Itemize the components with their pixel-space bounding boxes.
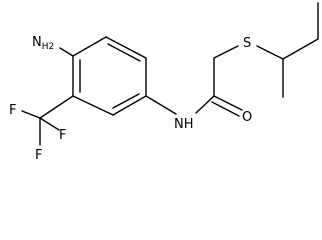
ring-bond [72, 95, 114, 116]
amine-nitrogen: N [32, 35, 42, 50]
ring-bond [72, 36, 107, 57]
carbonyl-double-bond-b [211, 101, 240, 117]
amide-nh-label: NH [174, 117, 194, 132]
carbonyl-double-bond-a [213, 95, 243, 111]
cf-bond-2 [39, 117, 60, 131]
amide-hydrogen: H [184, 117, 194, 132]
cf3-bond [39, 95, 74, 119]
cf-bond-1 [21, 110, 41, 119]
benzene-ring [72, 36, 147, 116]
sulfur-label: S [243, 36, 251, 51]
sulfur-to-ch-bond [256, 45, 284, 60]
ring-bond [112, 95, 147, 116]
amine-label: NH2 [32, 35, 54, 52]
ring-double-bond [107, 43, 141, 62]
ring-to-nh-bond [145, 95, 177, 115]
amine-bond [59, 47, 74, 57]
ch-to-ethyl-bond [282, 38, 319, 60]
ch2-to-sulfur-bond [213, 45, 239, 59]
fluorine-label-1: F [9, 103, 16, 118]
ring-bond [105, 36, 147, 59]
amine-hydrogen-count: 2 [49, 42, 55, 52]
nh-to-carbonyl-bond [195, 95, 215, 114]
fluorine-label-2: F [59, 128, 66, 143]
molecule-structure: NH2 F F F NH O S [9, 2, 319, 163]
fluorine-label-3: F [35, 148, 42, 163]
amine-hydrogen: H [42, 42, 49, 52]
amide-nitrogen: N [174, 117, 184, 132]
carbonyl-oxygen-label: O [242, 110, 252, 125]
ring-double-bond [112, 93, 140, 109]
